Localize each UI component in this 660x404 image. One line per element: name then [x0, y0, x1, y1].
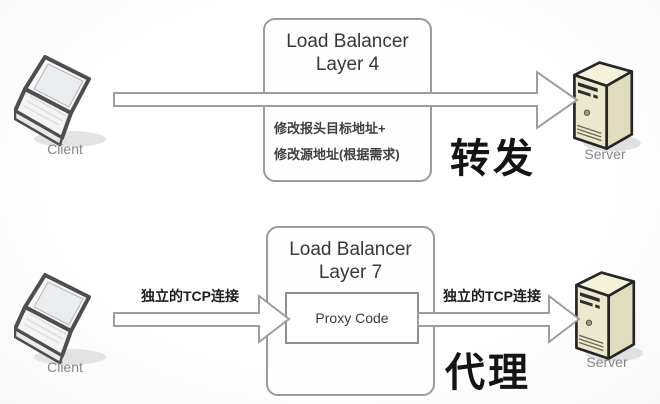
block-arrow-right-icon — [113, 293, 291, 345]
forwarding-mode-label: 转发 — [450, 137, 536, 181]
lb4-note-line1: 修改报头目标地址+ — [274, 121, 386, 136]
laptop-icon — [14, 273, 106, 365]
proxy-code-label: Proxy Code — [315, 310, 389, 326]
client-label: Client — [47, 141, 83, 157]
proxy-mode-label: 代理 — [445, 351, 531, 395]
server-label: Server — [584, 146, 626, 162]
server-label: Server — [586, 354, 628, 370]
lb7-title-line2: Layer 7 — [318, 262, 383, 283]
server-tower-icon — [575, 271, 643, 362]
lb4-title-line1: Load Balancer — [286, 31, 409, 52]
block-arrow-right-icon — [113, 70, 579, 130]
lb7-title-line1: Load Balancer — [289, 239, 412, 260]
client-label: Client — [47, 359, 83, 375]
tcp-connection-label-right: 独立的TCP连接 — [443, 288, 541, 304]
proxy-code-box: Proxy Code — [285, 292, 419, 344]
block-arrow-right-icon — [417, 293, 581, 345]
server-tower-icon — [573, 61, 641, 152]
laptop-icon — [14, 55, 106, 147]
lb4-note-line2: 修改源地址(根据需求) — [274, 147, 400, 162]
lb4-title-line2: Layer 4 — [315, 54, 380, 75]
tcp-connection-label-left: 独立的TCP连接 — [141, 288, 239, 304]
